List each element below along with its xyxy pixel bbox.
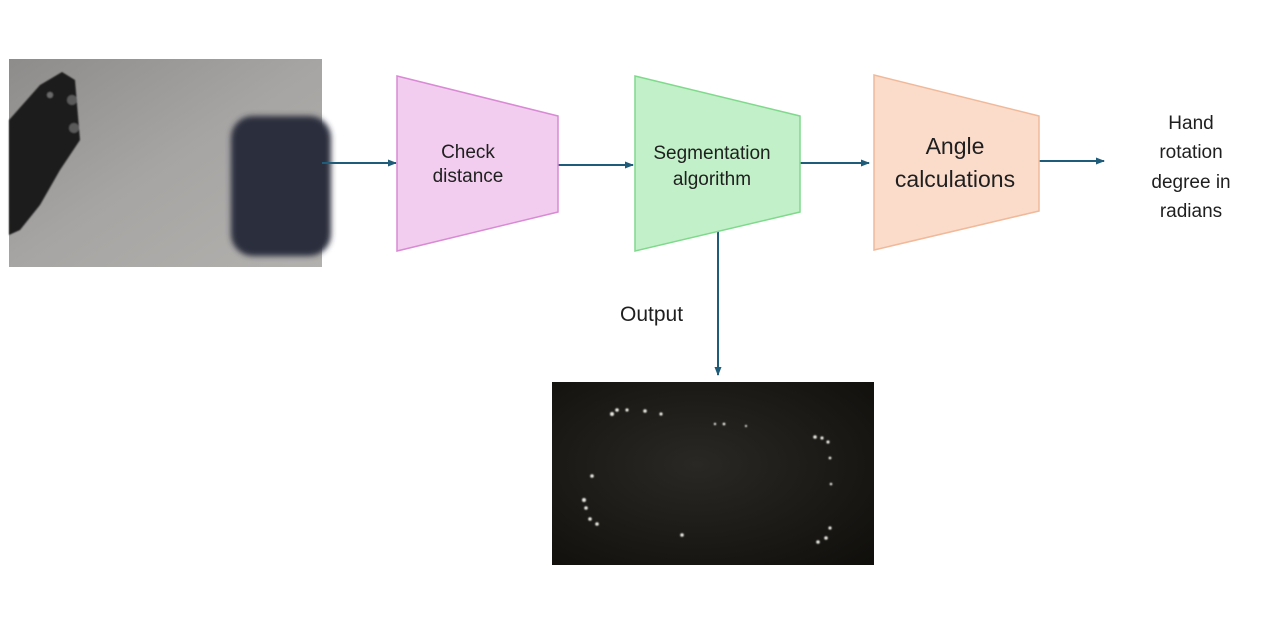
output-photo	[552, 382, 874, 565]
result-line-3: degree in	[1151, 172, 1230, 193]
output-label: Output	[620, 303, 683, 326]
stage-angle-calculations-shape	[873, 74, 1040, 251]
input-photo	[9, 59, 331, 267]
stage-check-distance-line-1: Check	[441, 142, 495, 163]
stage-check-distance-shape	[396, 75, 559, 252]
result-label: Hand rotation degree in radians	[1151, 113, 1230, 222]
stage-check-distance: Check distance	[396, 75, 559, 252]
result-line-4: radians	[1160, 201, 1222, 222]
stage-segmentation-line-2: algorithm	[673, 169, 751, 190]
stage-angle-calculations: Angle calculations	[873, 74, 1040, 251]
stage-segmentation-line-1: Segmentation	[653, 143, 770, 164]
connector-arrows	[322, 157, 1105, 376]
stage-segmentation-shape	[634, 75, 801, 252]
result-line-2: rotation	[1159, 142, 1222, 163]
result-line-1: Hand	[1168, 113, 1213, 134]
stage-segmentation: Segmentation algorithm	[634, 75, 801, 252]
stage-angle-calculations-line-2: calculations	[895, 166, 1015, 192]
stage-angle-calculations-line-1: Angle	[926, 133, 985, 159]
stage-check-distance-line-2: distance	[433, 166, 504, 187]
